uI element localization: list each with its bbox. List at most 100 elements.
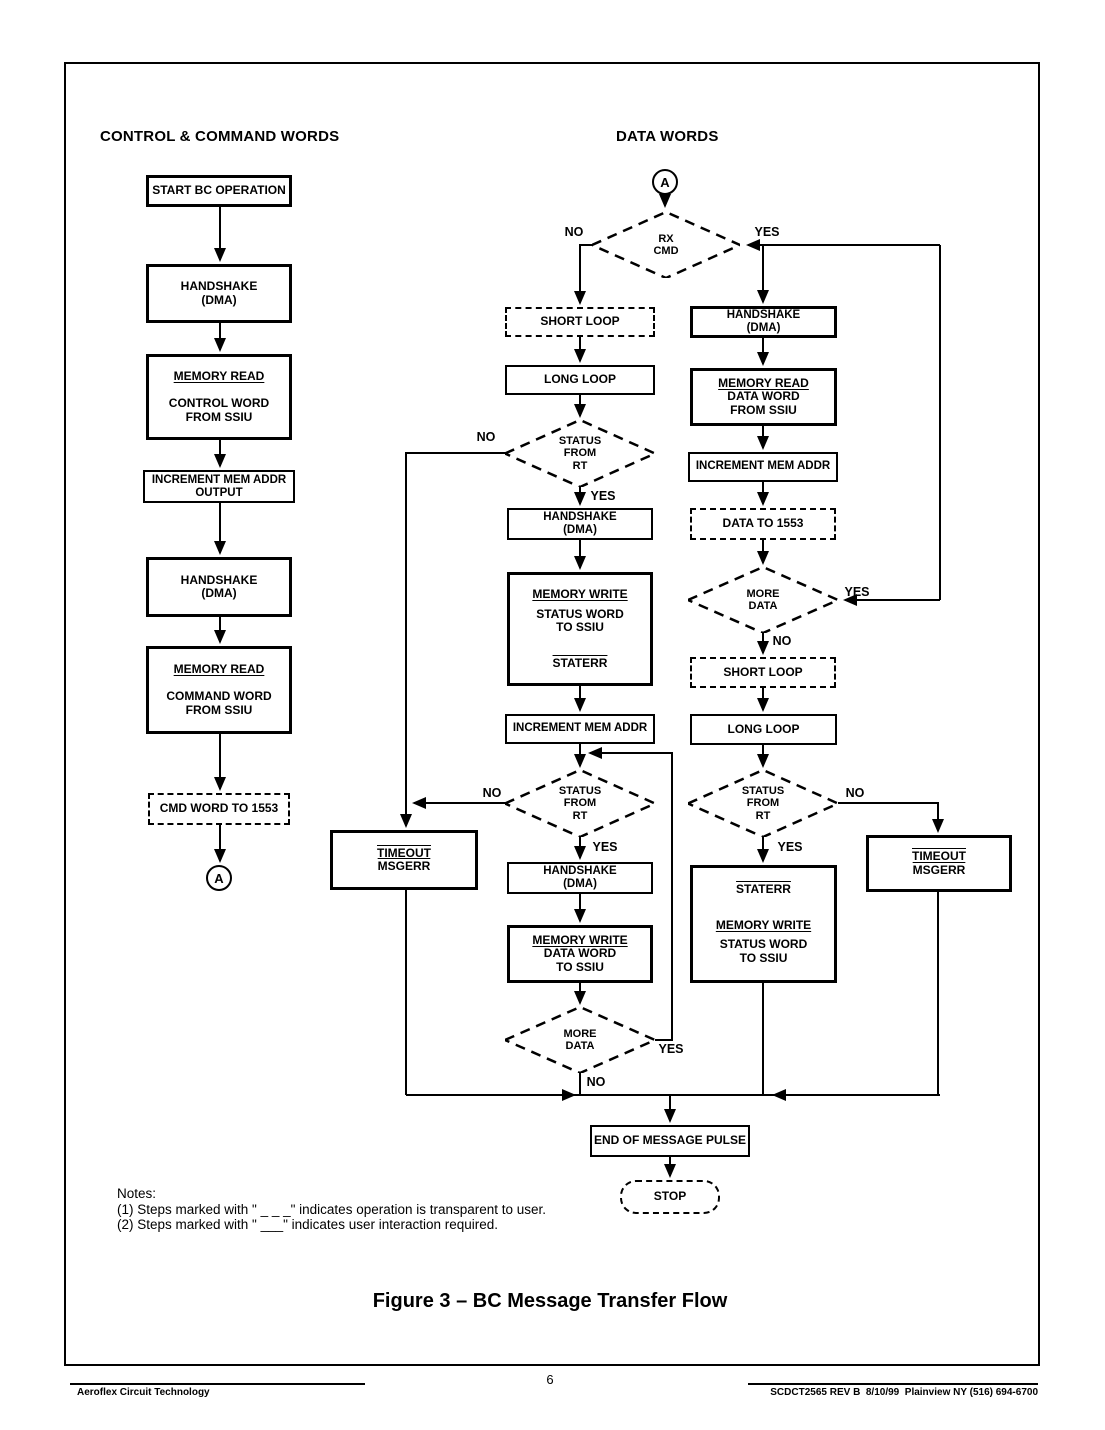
diamond-shape bbox=[688, 770, 838, 837]
node-label: DATA TO 1553 bbox=[722, 516, 804, 531]
node-label: SHORT LOOP bbox=[540, 314, 620, 329]
decision-label: MORE DATA bbox=[688, 567, 838, 633]
node-short-loop-2: SHORT LOOP bbox=[690, 657, 836, 688]
edge-label-yes-status-1: YES bbox=[590, 489, 616, 503]
diamond-shape bbox=[592, 212, 740, 278]
decision-label: RX CMD bbox=[592, 212, 740, 278]
node-increment-mem-addr-2: INCREMENT MEM ADDR bbox=[505, 714, 655, 744]
decision-label: STATUS FROM RT bbox=[505, 420, 655, 487]
node-handshake-dma-1: HANDSHAKE (DMA) bbox=[146, 264, 292, 323]
node-label: HANDSHAKE bbox=[180, 572, 258, 587]
connector-label: A bbox=[660, 174, 670, 190]
edge-label-no-status-1: NO bbox=[476, 430, 496, 444]
node-long-loop-2: LONG LOOP bbox=[690, 714, 837, 745]
page-number: 6 bbox=[546, 1372, 554, 1387]
node-label: FROM SSIU bbox=[185, 702, 253, 717]
decision-label: STATUS FROM RT bbox=[688, 770, 838, 837]
node-label: MEMORY READ bbox=[718, 375, 809, 390]
node-handshake-dma-4: HANDSHAKE (DMA) bbox=[507, 862, 653, 894]
footer-company: Aeroflex Circuit Technology bbox=[77, 1387, 210, 1398]
node-label: TO SSIU bbox=[556, 620, 604, 634]
node-label: TIMEOUT bbox=[912, 849, 966, 863]
decision-label: STATUS FROM RT bbox=[505, 770, 655, 837]
section-title-control-command-words: CONTROL & COMMAND WORDS bbox=[100, 128, 340, 145]
node-label: MORE bbox=[563, 1027, 597, 1040]
decision-more-data-1: MORE DATA bbox=[505, 1007, 655, 1073]
node-memory-write-status-word: MEMORY WRITE STATUS WORD TO SSIU STATERR bbox=[507, 572, 653, 686]
node-label: END OF MESSAGE PULSE bbox=[593, 1133, 747, 1148]
section-title-data-words: DATA WORDS bbox=[616, 128, 719, 145]
decision-status-from-rt-2: STATUS FROM RT bbox=[505, 770, 655, 837]
node-label: SHORT LOOP bbox=[723, 664, 803, 679]
node-label: DATA WORD bbox=[727, 389, 800, 404]
node-label: STOP bbox=[653, 1189, 687, 1204]
node-memory-read-control-word: MEMORY READ CONTROL WORD FROM SSIU bbox=[146, 354, 292, 440]
node-label: INCREMENT MEM ADDR bbox=[512, 722, 648, 735]
node-label: HANDSHAKE bbox=[726, 309, 801, 321]
node-timeout-msgerr-right: TIMEOUT MSGERR bbox=[866, 835, 1012, 892]
node-label: FROM bbox=[563, 797, 597, 810]
node-label: START BC OPERATION bbox=[152, 183, 286, 198]
node-label: MEMORY WRITE bbox=[532, 587, 628, 601]
node-label: MSGERR bbox=[377, 859, 431, 873]
connector-a-top: A bbox=[652, 169, 678, 195]
edge-label-yes-rx-cmd: YES bbox=[754, 225, 780, 239]
edge-label-no-status-3: NO bbox=[845, 786, 865, 800]
node-memory-read-command-word: MEMORY READ COMMAND WORD FROM SSIU bbox=[146, 646, 292, 734]
node-label: STATUS WORD bbox=[719, 937, 808, 951]
node-label: (DMA) bbox=[201, 292, 237, 307]
node-handshake-dma-3: HANDSHAKE (DMA) bbox=[507, 508, 653, 540]
node-label: RT bbox=[572, 459, 588, 472]
node-label: DATA bbox=[748, 600, 778, 612]
node-stop: STOP bbox=[620, 1180, 720, 1214]
node-label: INCREMENT MEM ADDR bbox=[695, 460, 831, 473]
node-label: HANDSHAKE bbox=[180, 279, 258, 293]
node-handshake-dma-2: HANDSHAKE (DMA) bbox=[146, 557, 292, 617]
diamond-shape bbox=[505, 1007, 655, 1073]
footer-rule-right bbox=[748, 1383, 1038, 1385]
node-label: CONTROL WORD bbox=[168, 396, 270, 411]
figure-caption: Figure 3 – BC Message Transfer Flow bbox=[372, 1290, 728, 1312]
node-increment-mem-addr-3: INCREMENT MEM ADDR bbox=[688, 452, 838, 482]
node-label: STATERR bbox=[736, 882, 791, 896]
node-short-loop-1: SHORT LOOP bbox=[505, 307, 655, 337]
node-label: FROM bbox=[746, 797, 780, 810]
notes-title: Notes: bbox=[117, 1186, 157, 1201]
node-handshake-dma-5: HANDSHAKE (DMA) bbox=[690, 306, 837, 338]
node-label: MSGERR bbox=[912, 862, 966, 877]
footer-doc-info: SCDCT2565 REV B 8/10/99 Plainview NY (51… bbox=[770, 1387, 1038, 1398]
note-2: (2) Steps marked with " ___" indicates u… bbox=[117, 1217, 499, 1232]
node-label: LONG LOOP bbox=[544, 372, 616, 387]
node-label: CMD WORD TO 1553 bbox=[159, 801, 279, 816]
node-label: FROM SSIU bbox=[185, 409, 253, 424]
edge-label-no-more-data-1: NO bbox=[586, 1075, 606, 1089]
connector-label: A bbox=[214, 870, 224, 886]
edge-label-yes-status-2: YES bbox=[592, 840, 618, 854]
node-label: RX bbox=[658, 232, 674, 245]
node-label: HANDSHAKE bbox=[543, 511, 617, 523]
node-label: COMMAND WORD bbox=[166, 689, 272, 704]
diamond-shape bbox=[505, 770, 655, 837]
edge-label-yes-status-3: YES bbox=[777, 840, 803, 854]
edge-label-no-more-data-2: NO bbox=[772, 634, 792, 648]
node-label: MEMORY WRITE bbox=[715, 917, 812, 932]
edge-label-no-status-2: NO bbox=[482, 786, 502, 800]
node-memory-write-data-word: MEMORY WRITE DATA WORD TO SSIU bbox=[507, 925, 653, 983]
node-label: DATA WORD bbox=[543, 946, 617, 961]
node-end-of-message-pulse: END OF MESSAGE PULSE bbox=[590, 1125, 750, 1157]
node-increment-mem-addr-output: INCREMENT MEM ADDR OUTPUT bbox=[143, 470, 295, 503]
node-label: FROM bbox=[563, 447, 597, 460]
notes-block: Notes: (1) Steps marked with " _ _ _" in… bbox=[117, 1186, 546, 1233]
node-label: (DMA) bbox=[201, 586, 237, 600]
node-label: INCREMENT MEM ADDR bbox=[151, 473, 287, 486]
node-memory-read-data-word: MEMORY READ DATA WORD FROM SSIU bbox=[690, 368, 837, 426]
node-label: STATERR bbox=[552, 655, 608, 670]
node-label: RT bbox=[755, 809, 771, 822]
diamond-shape bbox=[505, 420, 655, 487]
connector-a-left: A bbox=[206, 865, 232, 891]
diamond-shape bbox=[688, 567, 838, 633]
node-label: HANDSHAKE bbox=[543, 865, 617, 877]
node-label: MORE bbox=[746, 587, 780, 600]
